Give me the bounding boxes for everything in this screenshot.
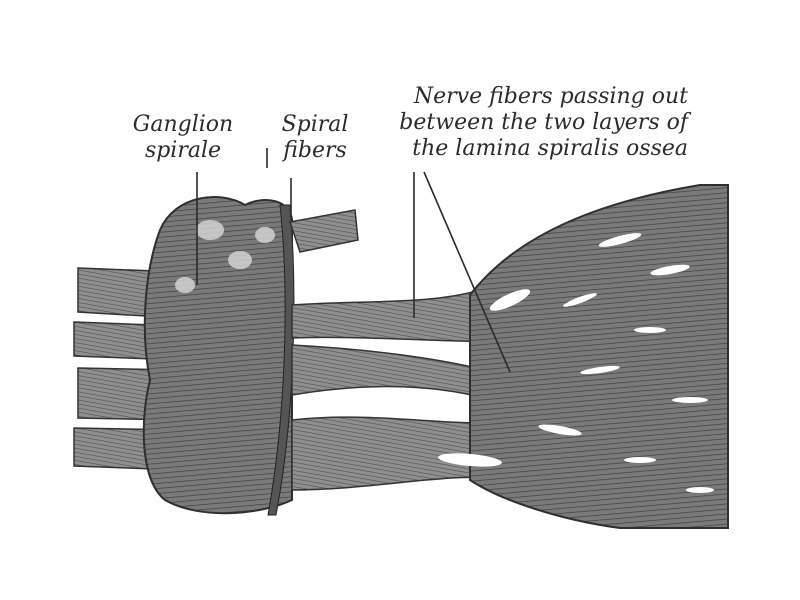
- label-line: fibers: [283, 138, 347, 163]
- label-line: Spiral: [281, 112, 349, 137]
- label-line: Nerve fibers passing out: [413, 84, 688, 109]
- lamina-spiralis-ossea: [469, 184, 729, 529]
- label-line: the lamina spiralis ossea: [412, 136, 688, 161]
- label-line: spirale: [144, 138, 222, 163]
- label-spiral-fibers: Spiral fibers: [270, 112, 360, 164]
- nerve-fiber-bundles: [291, 289, 522, 491]
- label-nerve-fibers: Nerve fibers passing out between the two…: [366, 84, 688, 162]
- lamina-openings: [438, 233, 714, 493]
- leader-lines: [196, 148, 511, 373]
- label-line: Ganglion: [132, 112, 234, 137]
- ganglion-spirale: [142, 196, 293, 515]
- upper-branch: [289, 209, 359, 253]
- label-ganglion-spirale: Ganglion spirale: [118, 112, 248, 164]
- label-line: between the two layers of: [399, 110, 688, 135]
- ganglion-cells: [175, 220, 275, 293]
- spiral-fibers-band: [267, 204, 295, 516]
